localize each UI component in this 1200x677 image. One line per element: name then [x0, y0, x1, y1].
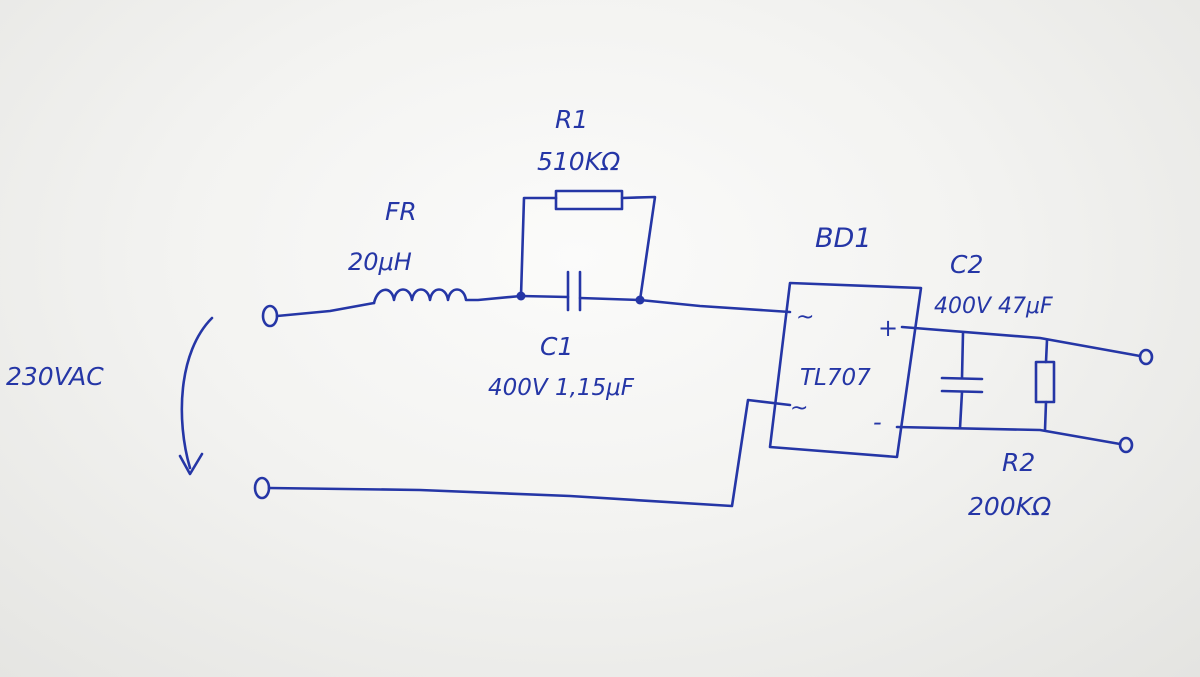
wire-output-minus: [895, 425, 1122, 446]
input-terminal-top: [261, 304, 279, 328]
input-voltage-label: 230VAC: [6, 362, 104, 391]
resistor-r2: [1034, 360, 1056, 404]
r2-value-label: 200KΩ: [968, 492, 1051, 521]
bd1-minus-symbol: -: [873, 408, 882, 436]
wire-c2-top: [960, 331, 965, 380]
wire-c2-bottom: [958, 390, 964, 430]
bd1-part-label: TL707: [800, 365, 871, 391]
output-terminal-minus: [1118, 436, 1134, 454]
bd1-ac2-symbol: ~: [790, 396, 808, 421]
voltage-arrow-head: [178, 452, 204, 476]
bridge-rectifier-bd1: [768, 281, 923, 459]
wire-to-bridge-ac1: [638, 298, 792, 314]
wire-r2-top: [1044, 338, 1049, 364]
bd1-name-label: BD1: [815, 223, 872, 254]
output-terminal-plus: [1138, 348, 1154, 366]
r1-value-label: 510KΩ: [537, 147, 620, 176]
inductor-fr-coil: [372, 288, 523, 305]
c2-value-label: 400V 47μF: [934, 294, 1053, 319]
capacitor-c2-plate-top: [940, 376, 984, 381]
c2-name-label: C2: [950, 250, 983, 279]
c1-name-label: C1: [540, 332, 573, 361]
voltage-arc: [180, 316, 214, 470]
wire-r1-left: [519, 196, 558, 298]
wire-c1-right: [578, 296, 642, 302]
r2-name-label: R2: [1002, 448, 1035, 477]
bd1-ac1-symbol: ~: [796, 305, 814, 330]
wire-top-input: [275, 301, 376, 318]
wire-output-plus: [900, 325, 1142, 358]
r1-name-label: R1: [555, 105, 588, 134]
resistor-r1: [554, 189, 624, 211]
wire-r1-right: [620, 195, 657, 302]
inductor-name-label: FR: [385, 197, 417, 226]
c1-value-label: 400V 1,15μF: [488, 375, 635, 401]
bd1-plus-symbol: +: [878, 314, 898, 342]
wire-bottom-return: [267, 398, 792, 508]
inductor-value-label: 20μH: [348, 248, 412, 276]
wire-r2-bottom: [1043, 400, 1048, 432]
input-terminal-bottom: [253, 476, 271, 500]
wire-c1-left: [519, 294, 570, 299]
